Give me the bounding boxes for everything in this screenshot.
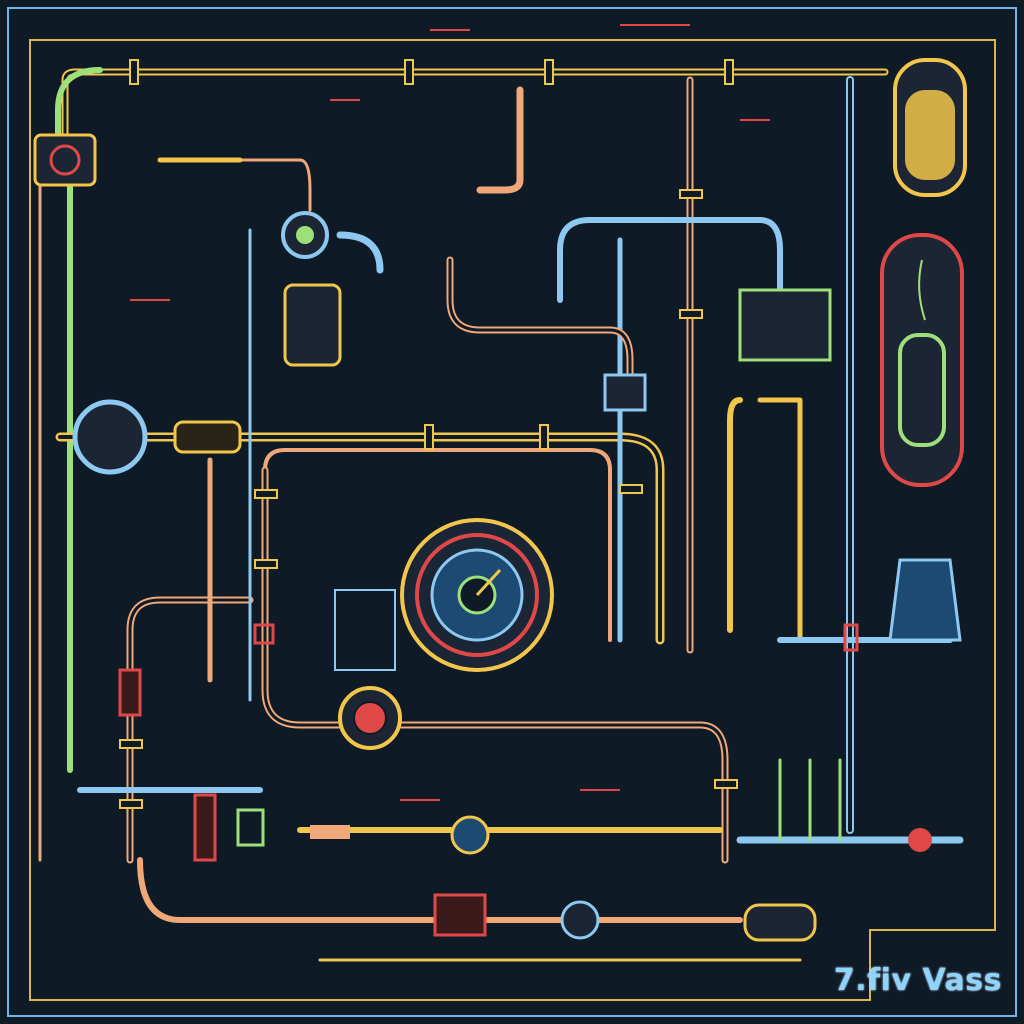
gauge-ring bbox=[415, 533, 539, 657]
flange-icon bbox=[254, 559, 278, 569]
pipe-bottom-orange bbox=[137, 857, 743, 923]
tank-sight-glass bbox=[898, 333, 946, 447]
gauge-needle bbox=[475, 568, 502, 597]
heater-icon bbox=[118, 668, 142, 717]
flange-icon bbox=[539, 424, 549, 450]
valve-icon bbox=[843, 623, 859, 652]
flange-icon bbox=[724, 59, 734, 85]
pipe-right-yellow-2 bbox=[727, 397, 743, 633]
pipe-top-header-core bbox=[63, 70, 887, 142]
flange-icon bbox=[404, 59, 414, 85]
tank-plant-line bbox=[918, 259, 926, 321]
flange-icon bbox=[679, 309, 703, 319]
pipe-lower-loop-core bbox=[263, 468, 727, 862]
flange-icon bbox=[254, 489, 278, 499]
tank-group bbox=[880, 58, 967, 487]
pipe-upper-mid bbox=[446, 256, 634, 384]
valve-icon bbox=[253, 623, 275, 645]
pump-icon bbox=[738, 288, 832, 362]
gauge-group bbox=[400, 518, 554, 672]
flange-icon bbox=[544, 59, 554, 85]
annotation-marks bbox=[130, 24, 770, 801]
valve-icon bbox=[450, 815, 490, 855]
flange-icon bbox=[679, 189, 703, 199]
flange-icon bbox=[129, 59, 139, 85]
valve-core bbox=[353, 701, 387, 735]
valve-icon bbox=[908, 828, 932, 852]
control-box-icon bbox=[433, 893, 487, 937]
pipe-mid-loop bbox=[263, 448, 612, 642]
pump-rotor bbox=[49, 144, 81, 176]
pump-icon bbox=[72, 399, 148, 475]
valve-icon bbox=[560, 900, 600, 940]
tank-icon bbox=[880, 233, 964, 487]
pipe-small-blue-elbow bbox=[336, 231, 384, 274]
valve-icon bbox=[236, 808, 265, 847]
pipe-left-feeder bbox=[126, 596, 254, 864]
inner-frame bbox=[29, 39, 996, 1001]
pipe-upper-left-feed bbox=[238, 158, 312, 212]
tank-fill bbox=[905, 90, 955, 180]
flange-icon bbox=[424, 424, 434, 450]
heater-icon bbox=[193, 793, 217, 862]
equipment-group bbox=[33, 133, 962, 942]
pipe-upper-elbow bbox=[476, 86, 524, 194]
pump-icon bbox=[33, 133, 97, 187]
pipe-right-yellow bbox=[757, 397, 803, 643]
control-panel-icon bbox=[334, 589, 396, 671]
pipe-center-main bbox=[55, 432, 665, 645]
instrument-box-icon bbox=[603, 373, 647, 412]
pipe-network bbox=[38, 67, 964, 962]
pipe-upper-mid-core bbox=[448, 258, 632, 382]
flange-icon bbox=[119, 739, 143, 749]
pipe-right-blue-arch bbox=[557, 217, 783, 303]
corner-label: 7.fiv Vass bbox=[833, 963, 1002, 998]
flange-icon bbox=[119, 799, 143, 809]
pipe-left-feeder-core bbox=[128, 598, 252, 862]
outer-frame bbox=[7, 7, 1017, 1017]
regulator-icon bbox=[310, 825, 350, 839]
filter-icon bbox=[173, 420, 242, 454]
pipe-center-main-core bbox=[58, 435, 662, 642]
flange-icon bbox=[619, 484, 643, 494]
flange-icon bbox=[714, 779, 738, 789]
valve-core bbox=[296, 226, 314, 244]
pipe-top-header bbox=[61, 68, 889, 144]
pump-icon bbox=[888, 558, 962, 642]
heat-exchanger-icon bbox=[283, 283, 342, 367]
pipe-top-left-green bbox=[55, 67, 103, 143]
pump-icon bbox=[743, 903, 817, 942]
flange-group bbox=[119, 59, 738, 809]
pipe-right-risers bbox=[778, 758, 842, 842]
